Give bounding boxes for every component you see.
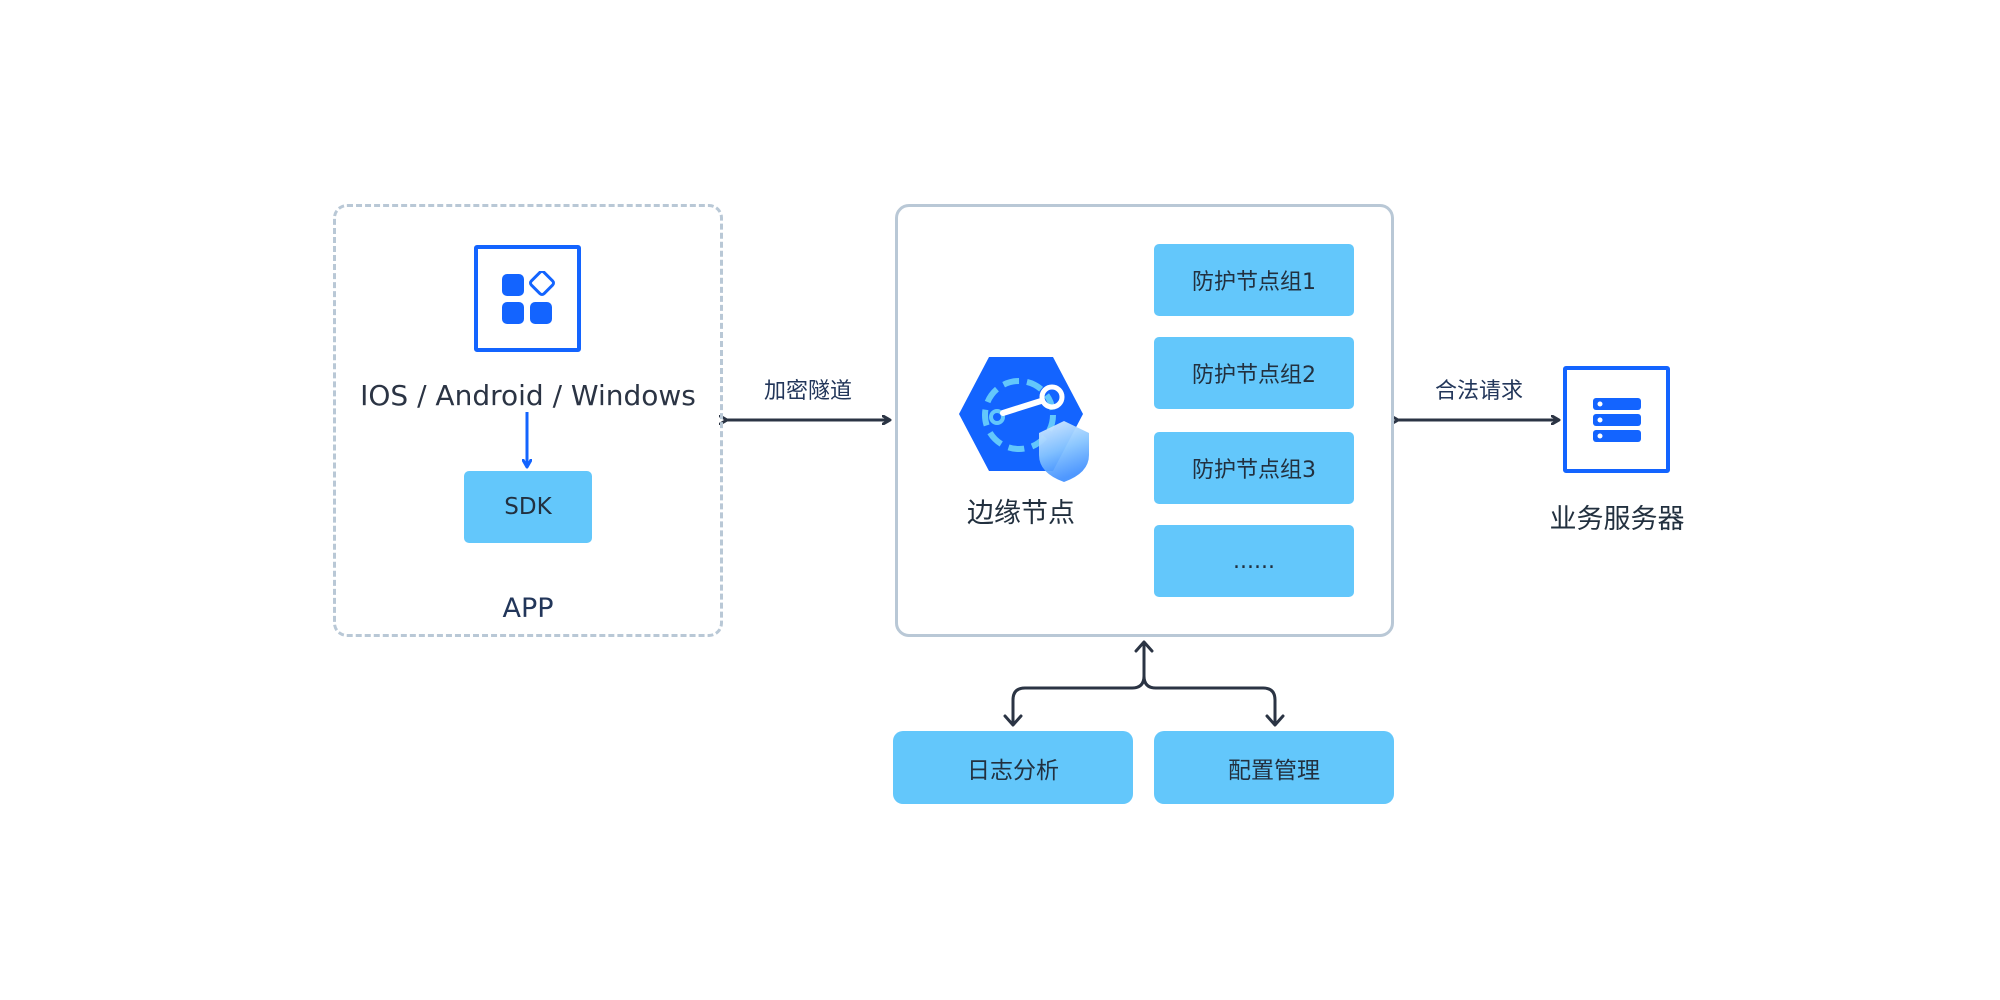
sdk-box: SDK: [464, 471, 592, 543]
protection-group-1: 防护节点组1: [1154, 244, 1354, 316]
platform-list: IOS / Android / Windows: [360, 378, 696, 412]
business-server-label: 业务服务器: [1549, 503, 1685, 535]
tunnel-label: 加密隧道: [763, 379, 852, 404]
management-branch-connector: [1003, 640, 1285, 727]
edge-node-shield-icon: [955, 353, 1093, 483]
server-stack-icon: [1563, 366, 1670, 473]
config-management-box: 配置管理: [1154, 731, 1394, 804]
protection-group-3: 防护节点组3: [1154, 432, 1354, 504]
legit-request-label: 合法请求: [1434, 379, 1523, 404]
edge-node-label: 边缘节点: [967, 497, 1075, 529]
app-container: [333, 204, 723, 637]
protection-group-more: ......: [1154, 525, 1354, 597]
app-grid-icon: [474, 245, 581, 352]
protection-group-2: 防护节点组2: [1154, 337, 1354, 409]
log-analysis-box: 日志分析: [893, 731, 1133, 804]
app-label: APP: [502, 592, 554, 624]
